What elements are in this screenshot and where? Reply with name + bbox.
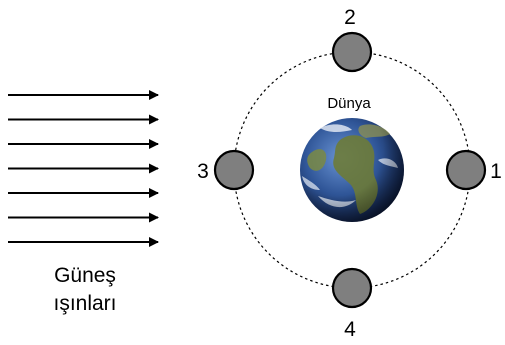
moon-position-3	[213, 149, 255, 191]
moon-position-2	[331, 31, 373, 73]
moon-label-4: 4	[344, 318, 356, 341]
sun-rays-label-line2: ışınları	[53, 292, 117, 315]
moon-label-2: 2	[344, 6, 356, 29]
earth	[300, 118, 404, 222]
sun-rays	[8, 90, 159, 247]
earth-label: Dünya	[327, 95, 371, 112]
sun-rays-label-line1: Güneş	[54, 264, 116, 287]
moon-label-3: 3	[197, 160, 209, 183]
moon-label-1: 1	[490, 160, 502, 183]
moon-position-4	[331, 267, 373, 309]
moon-position-1	[445, 149, 487, 191]
